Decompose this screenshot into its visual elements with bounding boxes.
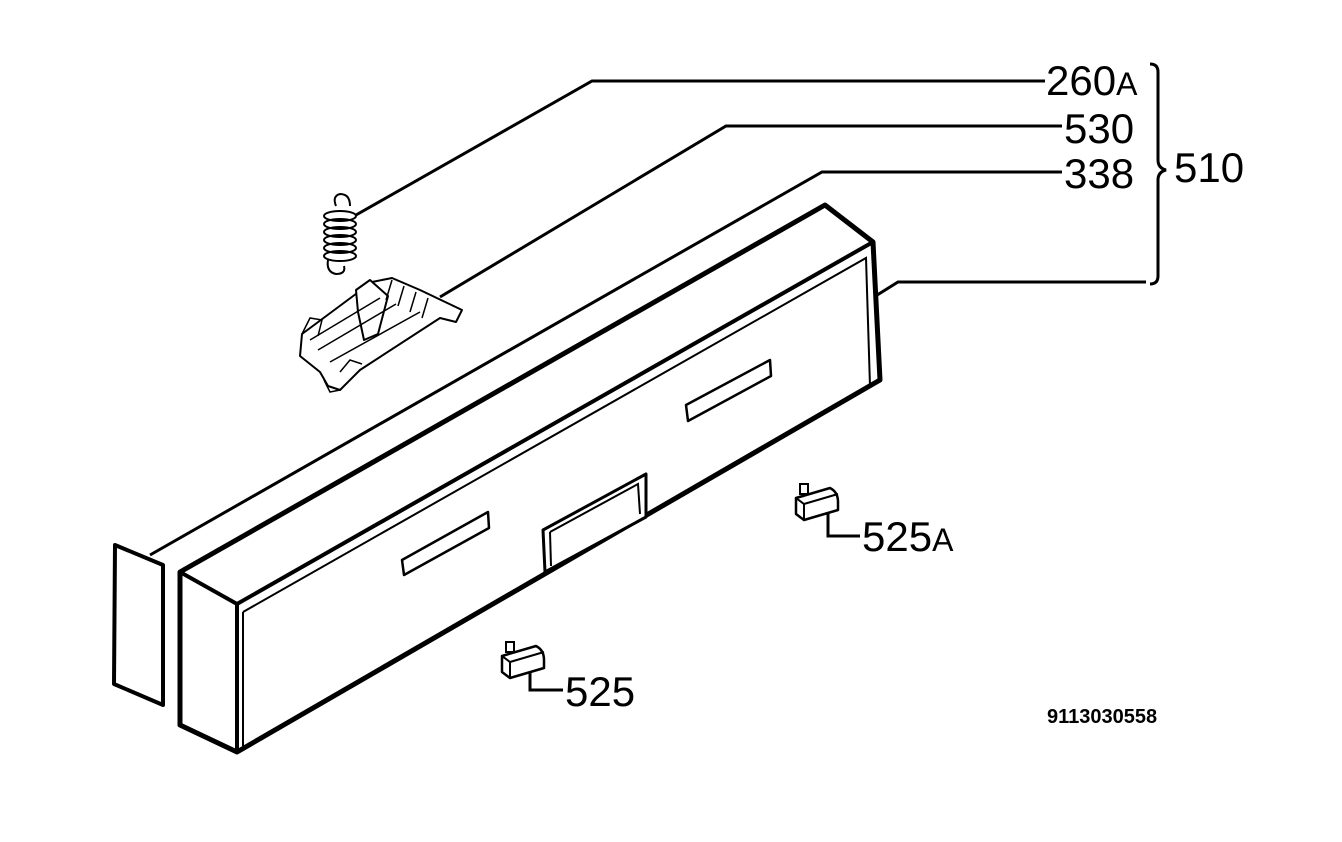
leader-338 xyxy=(149,170,1062,557)
leader-530 xyxy=(439,124,1062,299)
callout-525: 525 xyxy=(565,668,635,715)
callout-260a: 260A xyxy=(1046,57,1138,104)
callout-labels: 260A 530 338 510 525A 525 xyxy=(565,57,1244,715)
latch-part xyxy=(299,277,463,393)
leader-260a xyxy=(355,79,1045,217)
callout-525a: 525A xyxy=(862,513,954,560)
callout-510: 510 xyxy=(1174,144,1244,191)
spring-part xyxy=(323,192,357,276)
document-number: 9113030558 xyxy=(1047,706,1157,728)
display-slot-left xyxy=(400,510,491,577)
knob-525a-part xyxy=(794,483,840,522)
knob-525-part xyxy=(500,641,546,680)
leader-510 xyxy=(873,280,1146,299)
leader-525a xyxy=(826,512,860,538)
assembly-bracket xyxy=(1149,62,1167,286)
handle-recess xyxy=(541,472,648,574)
leader-lines xyxy=(149,79,1146,692)
leader-525 xyxy=(528,668,563,692)
panel-front-face xyxy=(177,202,883,755)
display-slot-right xyxy=(684,358,773,423)
panel-end-cap xyxy=(112,543,165,707)
callout-338: 338 xyxy=(1064,150,1134,197)
control-panel xyxy=(177,202,883,755)
callout-530: 530 xyxy=(1064,105,1134,152)
